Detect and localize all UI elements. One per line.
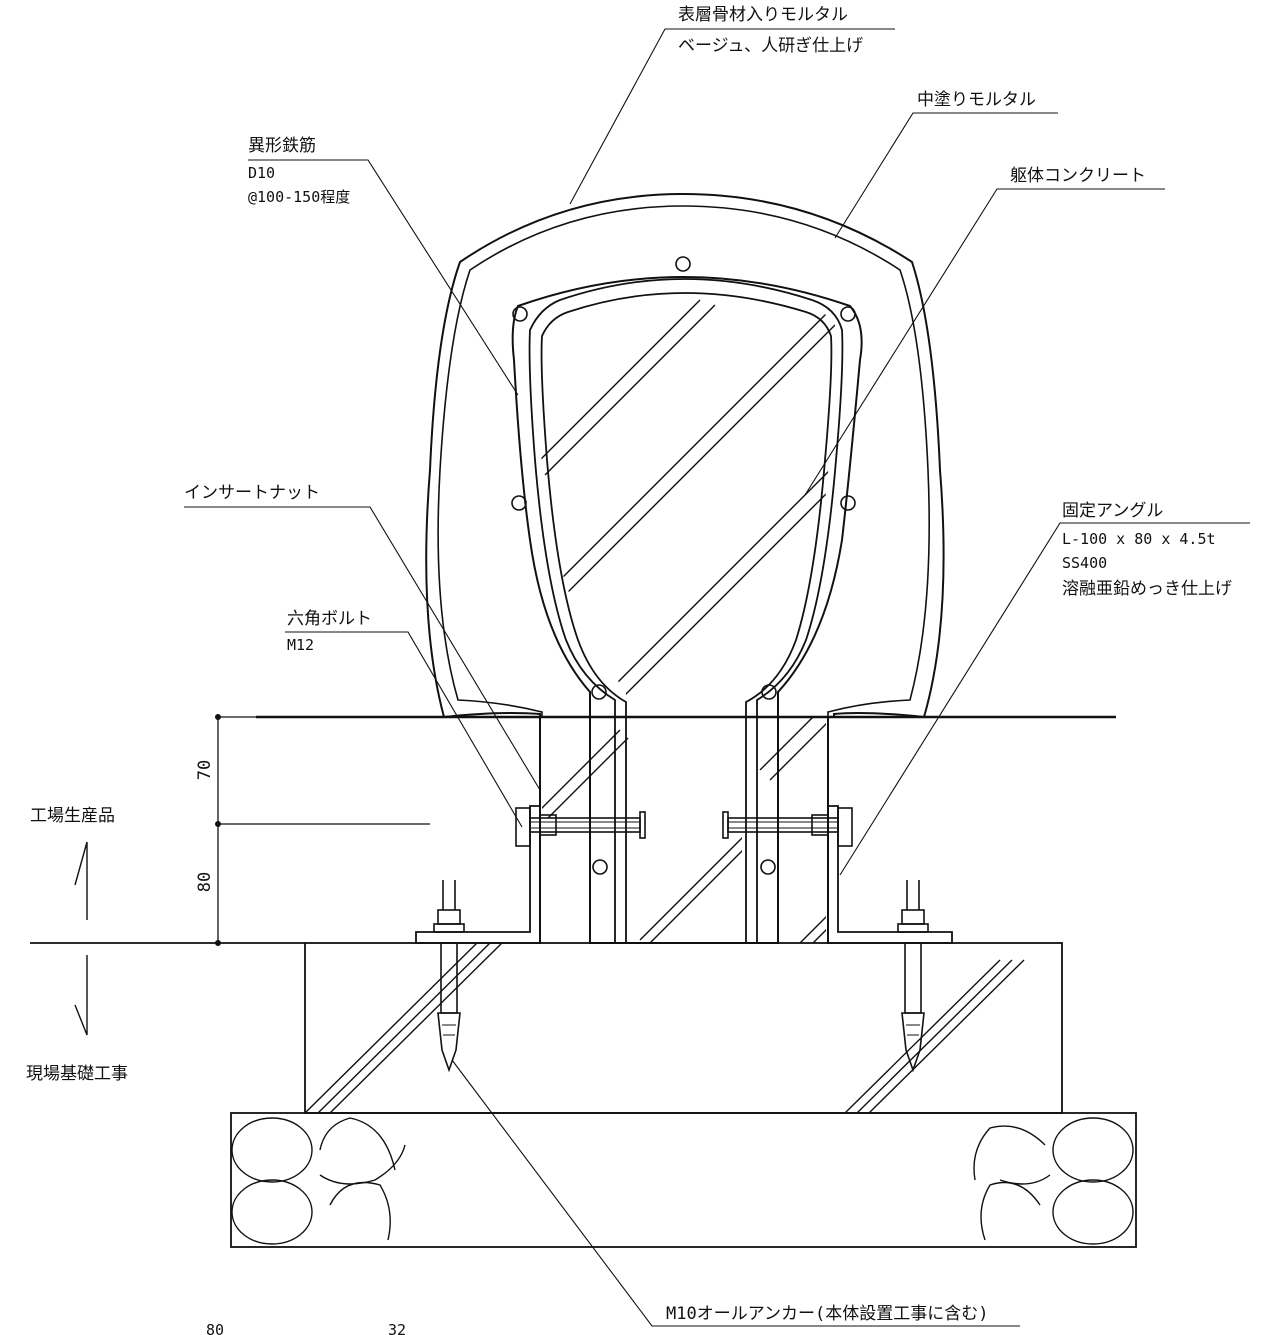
leader-lines bbox=[184, 28, 1250, 1327]
rubble-stones-left bbox=[231, 1117, 406, 1245]
u-rebar-outer bbox=[528, 278, 844, 942]
callout-labels: 表層骨材入りモルタル ベージュ、人研ぎ仕上げ 中塗りモルタル 異形鉄筋 D10 … bbox=[26, 5, 1232, 1324]
label-insert-nut: インサートナット bbox=[184, 483, 320, 503]
label-factory: 工場生産品 bbox=[30, 806, 115, 826]
dimension-block: 70 80 80 32 bbox=[30, 714, 430, 1335]
rubble-bed bbox=[230, 1112, 1137, 1248]
break-mark-lower bbox=[74, 955, 88, 1036]
rebar-dots bbox=[511, 256, 856, 700]
surface-mortar-layer bbox=[425, 192, 945, 719]
fixing-angle-right bbox=[827, 805, 953, 944]
dimension-70: 70 bbox=[195, 760, 215, 780]
label-hex-bolt-2: M12 bbox=[287, 636, 314, 654]
label-fixing-angle-3: SS400 bbox=[1062, 554, 1107, 572]
label-fixing-angle-1: 固定アングル bbox=[1062, 501, 1163, 521]
label-surface-mortar-1: 表層骨材入りモルタル bbox=[678, 5, 848, 25]
u-rebar-inner bbox=[540, 292, 833, 942]
break-mark-upper bbox=[74, 841, 88, 920]
label-rebar-1: 異形鉄筋 bbox=[248, 136, 316, 156]
label-concrete: 躯体コンクリート bbox=[1010, 166, 1146, 186]
site-foundation bbox=[230, 942, 1137, 1248]
concrete-hatch-stem bbox=[542, 717, 826, 943]
label-middle-mortar: 中塗りモルタル bbox=[917, 89, 1036, 110]
label-anchor: M10オールアンカー(本体設置工事に含む) bbox=[666, 1304, 989, 1324]
label-rebar-3: @100-150程度 bbox=[248, 188, 350, 206]
concrete-core bbox=[511, 276, 863, 944]
bottom-dimension-32: 32 bbox=[388, 1321, 406, 1335]
hex-bolt-right bbox=[722, 807, 853, 847]
bollard-head bbox=[425, 192, 945, 944]
label-fixing-angle-2: L-100 x 80 x 4.5t bbox=[1062, 530, 1216, 548]
hex-bolt-left bbox=[515, 807, 646, 847]
foundation-hatch bbox=[305, 943, 1025, 1113]
label-rebar-2: D10 bbox=[248, 164, 275, 182]
dimension-80: 80 bbox=[195, 872, 215, 892]
rubble-stones-right bbox=[973, 1117, 1134, 1245]
anchor-bolt-right bbox=[897, 880, 929, 1073]
bollard-stem bbox=[539, 717, 829, 943]
label-hex-bolt-1: 六角ボルト bbox=[287, 609, 372, 629]
label-surface-mortar-2: ベージュ、人研ぎ仕上げ bbox=[678, 36, 863, 56]
label-site: 現場基礎工事 bbox=[26, 1064, 128, 1084]
middle-mortar-layer bbox=[437, 205, 930, 718]
label-fixing-angle-4: 溶融亜鉛めっき仕上げ bbox=[1062, 579, 1232, 599]
bottom-dimension-80: 80 bbox=[206, 1321, 224, 1335]
anchor-bolt-left bbox=[433, 880, 465, 1073]
